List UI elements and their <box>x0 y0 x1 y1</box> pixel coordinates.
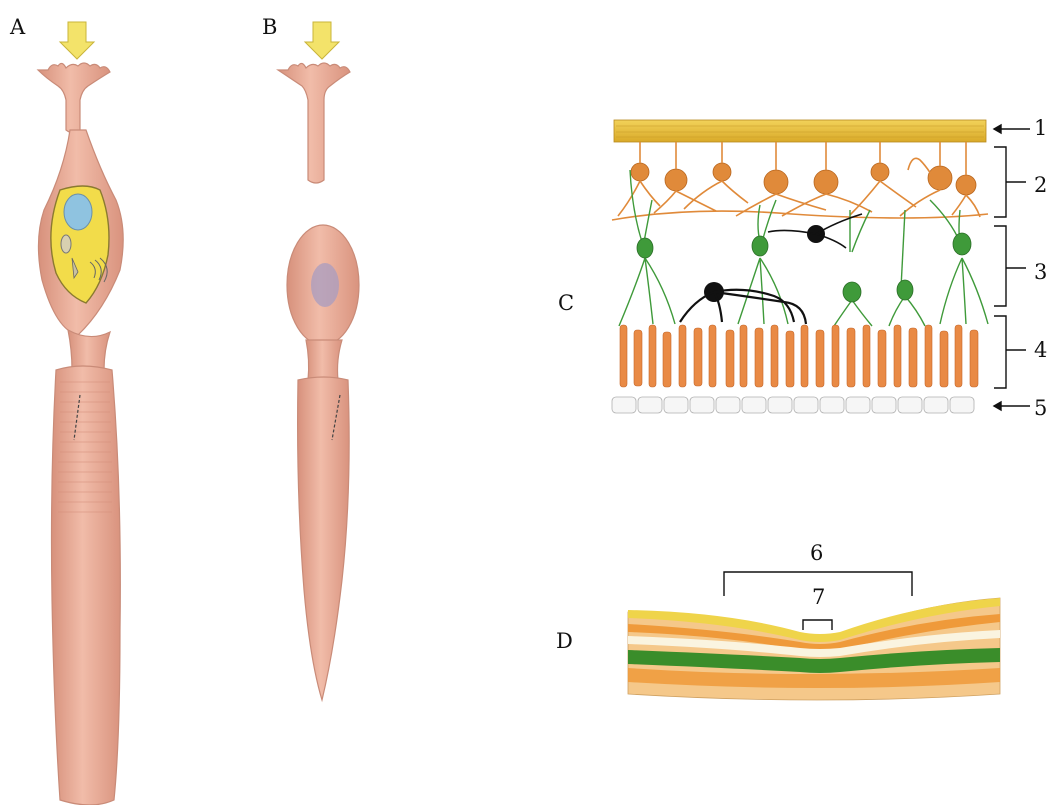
nucleolus-a <box>64 194 92 230</box>
pigment-epithelium <box>612 397 974 413</box>
amacrine-cells <box>680 214 862 324</box>
photoreceptor-row <box>620 325 978 387</box>
rod-cell <box>38 22 123 805</box>
synaptic-terminal-a <box>38 63 110 133</box>
ganglion-cells <box>631 163 976 195</box>
retina-layers <box>612 120 1030 413</box>
cone-cell <box>278 22 359 700</box>
layer-pointers <box>994 125 1030 410</box>
organelle-a1 <box>61 235 71 253</box>
nerve-fiber-layer <box>614 120 986 142</box>
nucleus-b <box>311 263 339 307</box>
rod-neck <box>68 330 110 370</box>
fovea-section <box>628 572 1000 700</box>
light-arrow-b <box>305 22 339 59</box>
fovea-bracket-7 <box>803 620 832 630</box>
fovea-bracket-6 <box>724 572 912 596</box>
light-arrow-a <box>60 22 94 59</box>
cone-neck <box>306 340 342 380</box>
cone-outer-segment <box>298 377 350 700</box>
synaptic-terminal-b <box>278 63 350 183</box>
bipolar-cells <box>637 233 971 302</box>
